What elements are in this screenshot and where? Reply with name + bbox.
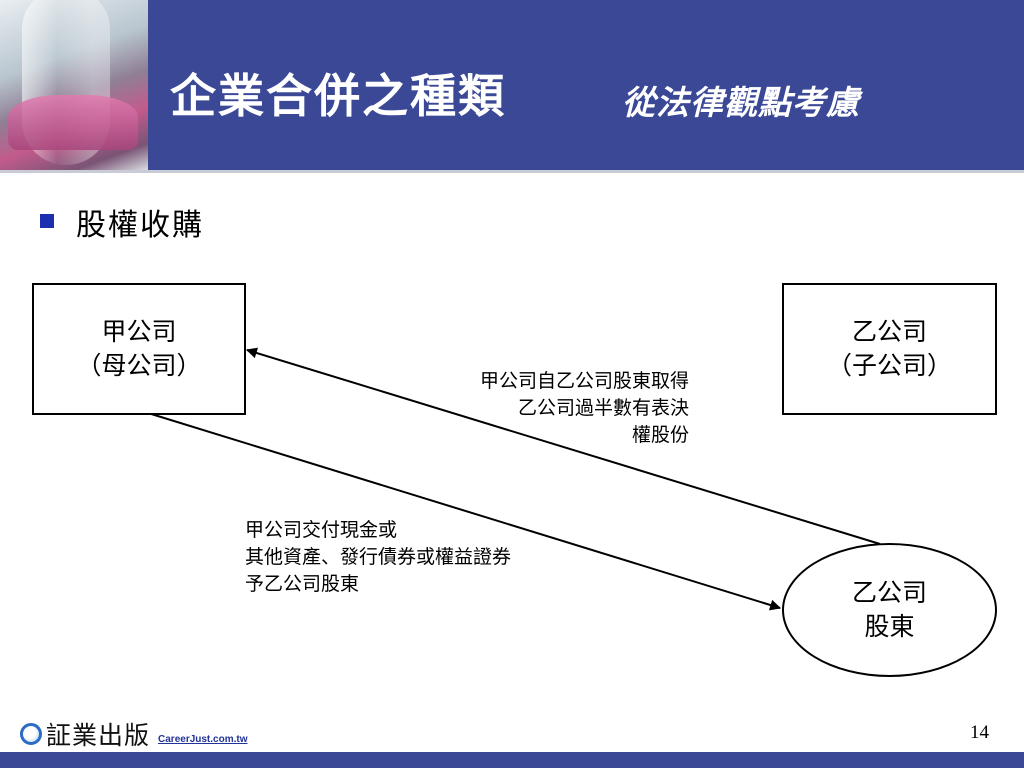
- pay-consideration-label: 甲公司交付現金或 其他資產、發行債券或權益證券 予乙公司股東: [245, 517, 511, 598]
- bullet-text: 股權收購: [76, 208, 204, 243]
- acquire-label-line: 權股份: [631, 424, 689, 446]
- acquire-shares-label: 甲公司自乙公司股東取得 乙公司過半數有表決 權股份: [480, 368, 689, 449]
- subsidiary-company-box: 乙公司 （子公司）: [782, 283, 997, 415]
- pay-label-line: 其他資產、發行債券或權益證券: [245, 546, 512, 568]
- parent-company-box: 甲公司 （母公司）: [32, 283, 246, 415]
- circle-logo-icon: [20, 723, 42, 745]
- flask-photo: [0, 0, 148, 170]
- publisher-name: 証業出版: [46, 721, 151, 750]
- arrow-pay-consideration: [147, 412, 782, 611]
- slide-subtitle: 從法律觀點考慮: [622, 83, 860, 122]
- acquire-label-line: 甲公司自乙公司股東取得: [479, 370, 689, 392]
- acquire-label-line: 乙公司過半數有表決: [517, 397, 689, 419]
- shareholders-label: 股東: [864, 612, 915, 641]
- flask-liquid: [8, 95, 138, 150]
- parent-company-role: （母公司）: [76, 351, 202, 380]
- footer-bar: [0, 752, 1024, 768]
- subsidiary-company-name: 乙公司: [851, 317, 927, 346]
- subsidiary-company-role: （子公司）: [826, 351, 952, 380]
- slide-header: 企業合併之種類 從法律觀點考慮: [0, 0, 1024, 173]
- shareholders-ellipse: 乙公司 股東: [782, 543, 997, 677]
- arrow-acquire-shares: [245, 347, 881, 545]
- pay-label-line: 予乙公司股東: [245, 573, 360, 595]
- parent-company-name: 甲公司: [101, 317, 177, 346]
- square-bullet-icon: [40, 214, 54, 228]
- page-number: 14: [970, 722, 989, 743]
- pay-label-line: 甲公司交付現金或: [245, 519, 398, 541]
- publisher-logo: 証業出版 CareerJust.com.tw: [20, 716, 248, 752]
- shareholders-company: 乙公司: [851, 578, 927, 607]
- publisher-url-link[interactable]: CareerJust.com.tw: [158, 733, 248, 745]
- slide-title: 企業合併之種類: [170, 69, 506, 123]
